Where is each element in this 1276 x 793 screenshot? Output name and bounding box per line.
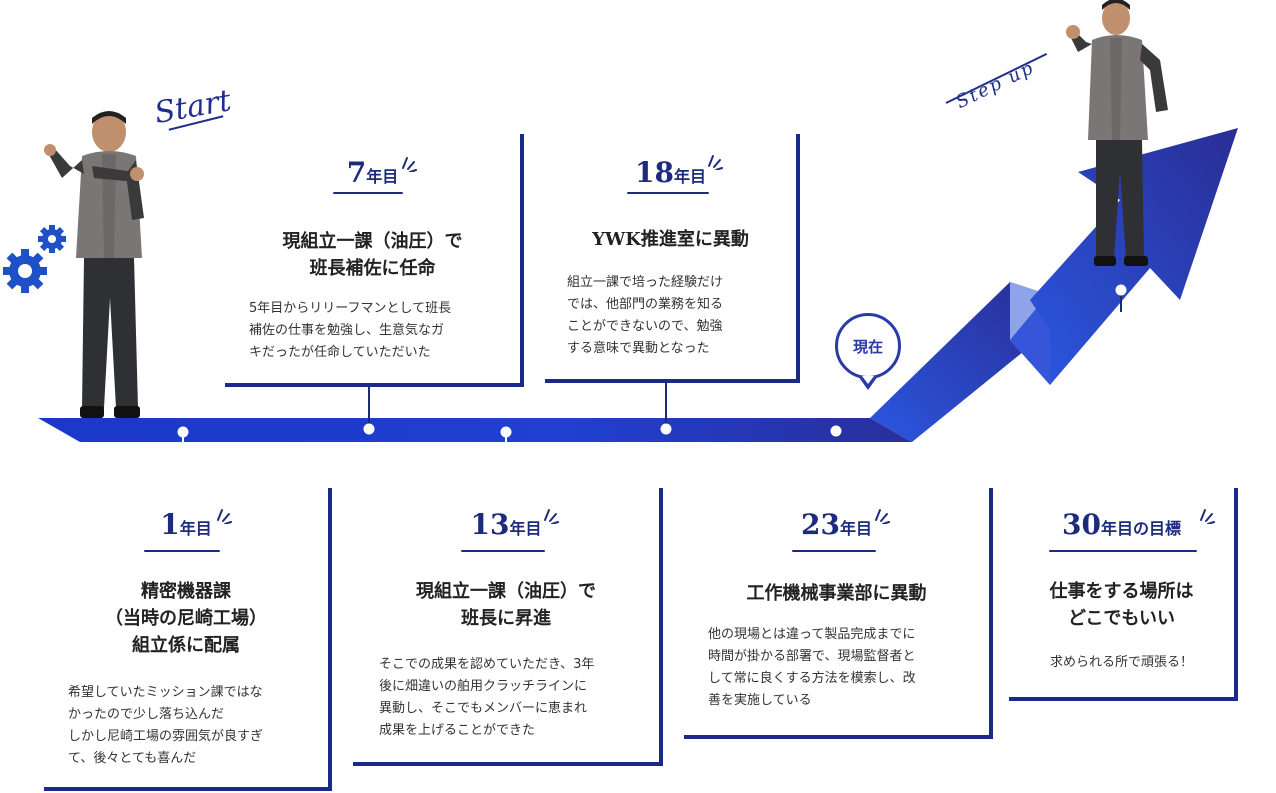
card-title: 現組立一課（油圧）で 班長に昇進: [416, 581, 596, 629]
year-underline: [144, 550, 220, 552]
year-number: 18: [635, 156, 674, 189]
person-fist-figure: [1066, 0, 1168, 266]
year-underline: [461, 550, 545, 552]
year-unit: 年目: [179, 519, 212, 538]
gear-small-icon: [38, 225, 66, 253]
year-number: 1: [160, 508, 180, 541]
card-title: 現組立一課（油圧）で 班長補佐に任命: [282, 231, 463, 279]
card-year-1: 1年目 精密機器課 （当時の尼崎工場） 組立係に配属 希望していたミッション課で…: [44, 488, 332, 791]
sparkle-icon: [544, 509, 559, 524]
marker-year-30: [1115, 284, 1127, 296]
card-body: 組立一課で培った経験だけ では、他部門の業務を知る ことができないので、勉強 す…: [567, 275, 724, 356]
card-body: 他の現場とは違って製品完成までに 時間が掛かる部署で、現場監督者と して常に良く…: [708, 627, 916, 708]
year-unit: 年目: [366, 167, 399, 186]
current-label: 現在: [852, 337, 883, 356]
card-title: 工作機械事業部に異動: [746, 583, 927, 604]
current-bubble: 現在: [835, 313, 901, 379]
card-year-23: 23年目 工作機械事業部に異動 他の現場とは違って製品完成までに 時間が掛かる部…: [684, 488, 993, 739]
marker-year-18: [660, 423, 672, 435]
card-body: 5年目からリリーフマンとして班長 補佐の仕事を勉強し、生意気なガ キだったが任命…: [249, 301, 452, 360]
year-underline: [1049, 550, 1197, 552]
card-year-7: 7年目 現組立一課（油圧）で 班長補佐に任命 5年目からリリーフマンとして班長 …: [225, 134, 524, 387]
sparkle-icon: [875, 509, 890, 524]
year-underline: [333, 192, 403, 194]
year-unit: 年目: [673, 167, 706, 186]
card-body: 希望していたミッション課ではな かったので少し落ち込んだ しかし尼崎工場の雰囲気…: [68, 685, 264, 766]
card-year-30-goal: 30年目の目標 仕事をする場所は どこでもいい 求められる所で頑張る！: [1009, 488, 1238, 701]
card-year-13: 13年目 現組立一課（油圧）で 班長に昇進 そこでの成果を認めていただき、3年 …: [353, 488, 663, 766]
road-rise-1: [870, 282, 1050, 442]
card-title: 仕事をする場所は どこでもいい: [1049, 581, 1194, 629]
person-pointing-figure: [44, 111, 144, 418]
road-flat: [38, 418, 912, 442]
card-title: 精密機器課 （当時の尼崎工場） 組立係に配属: [105, 581, 267, 656]
year-number: 23: [801, 508, 840, 541]
card-year-18: 18年目 YWK推進室に異動 組立一課で培った経験だけ では、他部門の業務を知る…: [545, 134, 800, 383]
year-number: 7: [346, 156, 367, 189]
card-title: YWK推進室に異動: [592, 229, 749, 250]
year-unit: 年目: [509, 519, 542, 538]
gear-large-icon: [3, 249, 47, 293]
sparkle-icon: [402, 157, 417, 172]
sparkle-icon: [1200, 509, 1215, 524]
marker-year-1: [177, 426, 189, 438]
marker-year-13: [500, 426, 512, 438]
year-unit: 年目: [839, 519, 872, 538]
card-year-7-base: [225, 383, 524, 387]
current-bubble-pointer: [858, 376, 878, 390]
sparkle-icon: [217, 509, 232, 524]
year-underline: [627, 192, 709, 194]
year-underline: [792, 550, 876, 552]
card-body: 求められる所で頑張る！: [1049, 655, 1193, 670]
year-number: 30: [1062, 508, 1101, 541]
sparkle-icon: [708, 155, 723, 170]
year-unit: 年目の目標: [1100, 519, 1181, 538]
marker-year-23: [830, 425, 842, 437]
marker-year-7: [363, 423, 375, 435]
card-body: そこでの成果を認めていただき、3年 後に畑違いの舶用クラッチラインに 異動し、そ…: [379, 657, 595, 738]
year-number: 13: [470, 508, 510, 541]
